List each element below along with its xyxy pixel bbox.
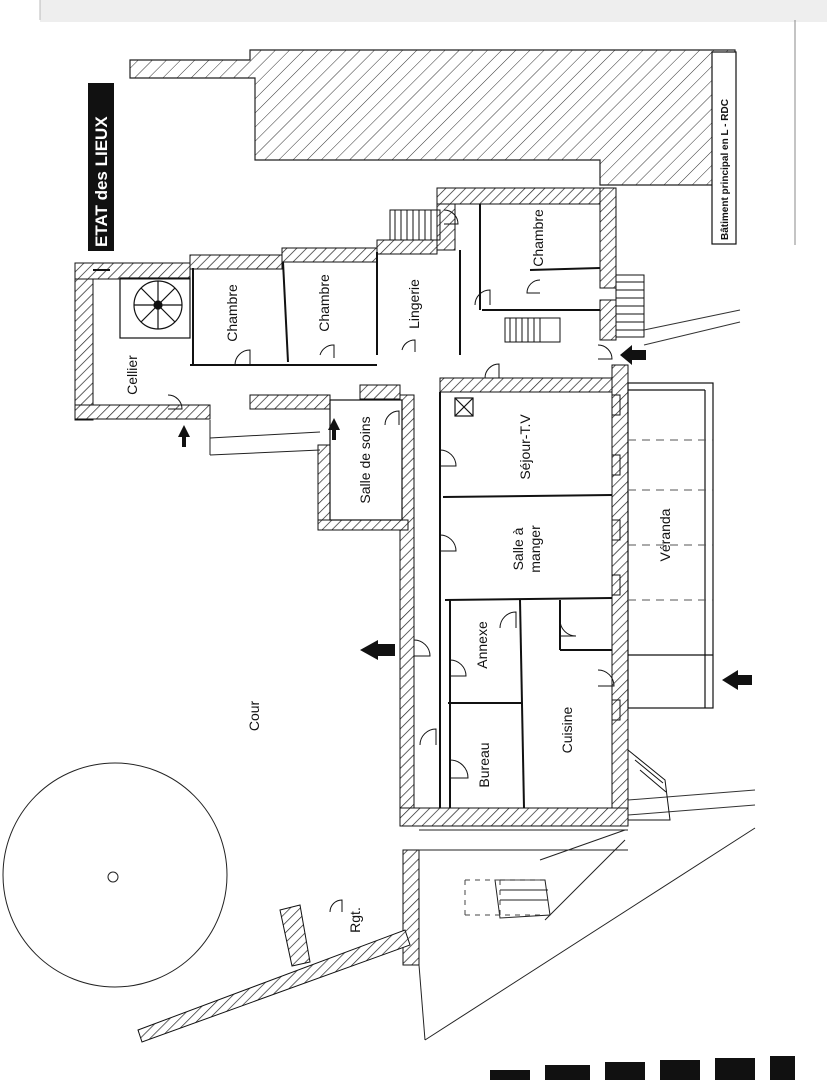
east-ramp-lines xyxy=(627,309,756,816)
room-label-sejour: Séjour-T.V xyxy=(517,414,533,480)
room-label-salle-a-manger-line2: manger xyxy=(527,525,543,573)
boundary-walls xyxy=(137,849,420,1043)
spiral-staircase xyxy=(119,277,191,339)
room-label-chambre-1: Chambre xyxy=(224,284,240,342)
room-label-chambre-2: Chambre xyxy=(316,274,332,332)
arrow-cellier xyxy=(178,425,190,447)
bottom-page-marks xyxy=(490,1056,795,1080)
room-label-salle-a-manger-line1: Salle à xyxy=(510,527,526,570)
room-labels: Cellier Chambre Chambre Lingerie Chambre… xyxy=(124,209,673,933)
interior-partitions xyxy=(93,204,613,809)
room-label-veranda: Véranda xyxy=(657,508,673,561)
room-label-lingerie: Lingerie xyxy=(406,279,422,329)
exterior-dashed xyxy=(464,879,540,920)
veranda-posts xyxy=(611,394,621,721)
entrance-arrows xyxy=(178,345,752,690)
neighbor-building xyxy=(129,49,736,186)
main-wing-walls xyxy=(399,364,629,827)
room-label-salle-de-soins: Salle de soins xyxy=(357,416,373,503)
corridor-lines xyxy=(209,420,321,456)
paper-top-shadow xyxy=(40,0,827,22)
arrow-main-entrance xyxy=(360,640,395,660)
arrow-veranda-entrance xyxy=(722,670,752,690)
title: ETAT des LIEUX xyxy=(92,116,111,247)
veranda-dashed-lines xyxy=(628,439,713,601)
subtitle: Bâtiment principal en L - RDC xyxy=(720,99,731,240)
north-wing-walls xyxy=(74,187,617,421)
room-label-cuisine: Cuisine xyxy=(559,706,575,753)
room-label-rgt: Rgt. xyxy=(347,907,363,933)
room-label-cellier: Cellier xyxy=(124,355,140,395)
south-stair xyxy=(627,748,671,821)
cour-circle xyxy=(2,762,228,988)
room-label-annexe: Annexe xyxy=(474,621,490,669)
exterior-lines xyxy=(418,827,756,1041)
salle-de-soins-room xyxy=(329,399,403,521)
fire-extinguisher-box xyxy=(454,397,474,417)
title-background xyxy=(88,83,114,251)
room-label-chambre-3: Chambre xyxy=(530,209,546,267)
arrow-north-entrance xyxy=(620,345,646,365)
arrow-corridor xyxy=(328,418,340,440)
subtitle-block: Bâtiment principal en L - RDC xyxy=(711,51,737,245)
door-swings xyxy=(167,209,615,913)
salle-de-soins-walls xyxy=(317,444,409,531)
subtitle-frame xyxy=(711,51,737,245)
room-label-bureau: Bureau xyxy=(476,742,492,787)
title-block: ETAT des LIEUX xyxy=(88,83,114,251)
stairs-north xyxy=(389,209,645,343)
room-label-cour: Cour xyxy=(246,700,262,731)
